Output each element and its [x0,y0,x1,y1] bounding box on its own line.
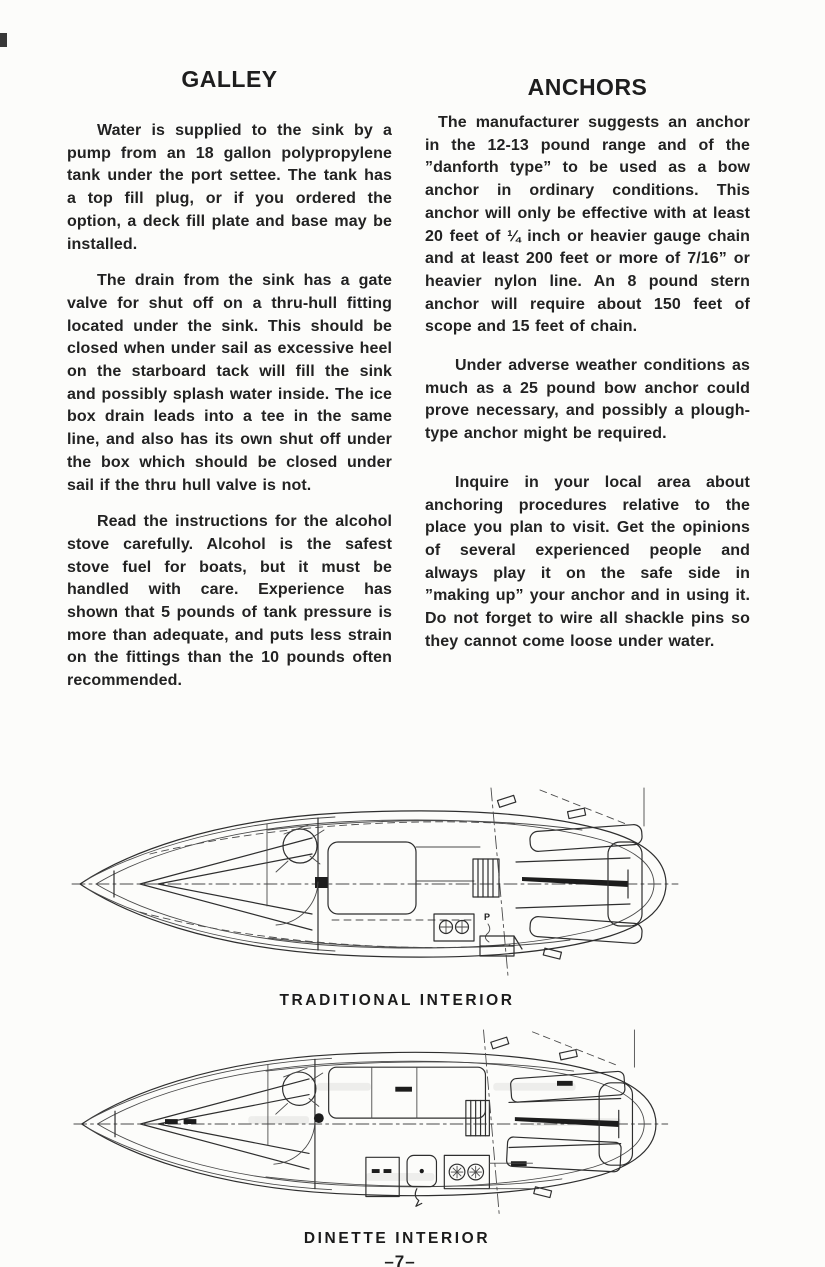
figure-caption-dinette: DINETTE INTERIOR [303,1230,491,1247]
v-berth-dashes [165,1119,197,1124]
cockpit-bulkhead [490,787,509,977]
pump-hose [484,923,491,943]
cockpit-bulkhead [483,1029,500,1215]
cabin-trunk-lines [267,820,583,949]
stove [433,913,475,942]
tiller [522,877,628,887]
transom-seat [598,1082,634,1166]
mast [315,877,328,888]
icebox [365,1156,400,1198]
pump-label: P [484,912,490,922]
dinette [328,1066,573,1167]
text-columns: GALLEY Water is supplied to the sink by … [67,66,750,748]
hull-outline [79,810,667,958]
galley-paragraph-1: Water is supplied to the sink by a pump … [67,122,392,253]
sink [406,1154,438,1188]
cockpit [508,1082,634,1166]
dinette-interior-diagram [73,1029,669,1215]
galley-section: GALLEY Water is supplied to the sink by … [67,66,392,748]
winch-pads [496,794,587,960]
door-swing-arc [273,1121,316,1165]
anchors-paragraph-3: Inquire in your local area about anchori… [425,473,750,650]
galley-paragraph-2: The drain from the sink has a gate valve… [67,272,392,494]
companionway-ladder [472,858,500,898]
head-toilet [275,1067,324,1124]
rigging-line [539,789,627,825]
anchors-heading: ANCHORS [527,74,648,100]
figure-caption-traditional: TRADITIONAL INTERIOR [279,992,515,1009]
cockpit [515,824,643,944]
companionway-ladder [465,1099,490,1137]
galley-cabinet [479,935,523,957]
head-toilet [275,824,325,873]
anchors-paragraph-2: Under adverse weather conditions as much… [425,357,750,443]
winch-pads [490,1036,578,1199]
scan-artifact [0,33,7,47]
stove [443,1154,490,1190]
sink-pump [414,1188,423,1207]
traditional-interior-diagram: P [71,787,679,977]
quarter-berths [506,1070,626,1173]
v-berth [139,1078,310,1170]
galley-units [365,1154,539,1207]
settee [327,841,481,921]
figure-traditional-interior: P TRADITIONAL INTERIOR [0,784,825,1010]
print-bleed-through [248,1082,621,1181]
hull-outline [81,1051,657,1197]
page-number: –7– [384,1252,416,1267]
figure-dinette-interior: DINETTE INTERIOR [0,1026,825,1248]
transom-seat [607,841,643,927]
rigging-line [532,1031,618,1066]
door-swing-arc [275,881,319,926]
anchors-section: ANCHORS The manufacturer suggests an anc… [425,66,750,748]
galley-heading: GALLEY [181,66,278,92]
tiller [514,1117,619,1127]
v-berth [139,837,313,931]
galley-paragraph-3: Read the instructions for the alcohol st… [67,513,392,690]
anchors-paragraph-1: The manufacturer suggests an anchor in t… [425,114,750,336]
